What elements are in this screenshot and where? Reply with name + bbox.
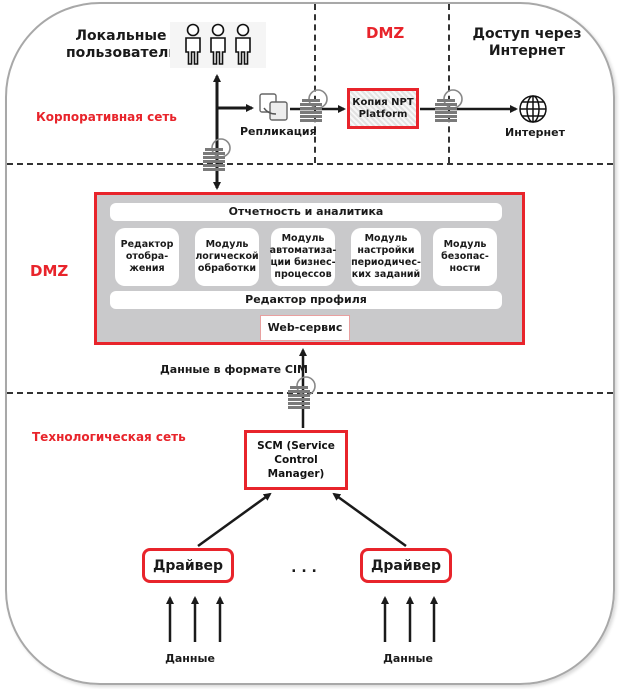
module-logic: Модуль логической обработки [195, 228, 259, 286]
zone-label-dmz-middle: DMZ [30, 262, 69, 280]
zone-divider-dmz-top-left [314, 4, 316, 163]
module-scheduler: Модуль настройки периодичес-ких заданий [351, 228, 421, 286]
module-security: Модуль безопас-ности [433, 228, 497, 286]
scm-box: SCM (Service Control Manager) [244, 430, 348, 490]
zone-label-tech: Технологическая сеть [32, 430, 186, 444]
zone-label-dmz-top: DMZ [366, 24, 405, 42]
profile-editor-bar: Редактор профиля [110, 291, 502, 309]
zone-label-corporate: Корпоративная сеть [36, 110, 177, 124]
module-bpm: Модуль автоматиза-ции бизнес-процессов [270, 228, 336, 286]
driver-box-left: Драйвер [142, 548, 234, 583]
data-label-left: Данные [165, 652, 215, 665]
globe-icon [519, 95, 547, 123]
web-service-box: Web-сервис [260, 315, 350, 341]
arrow-right-driver-to-scm [332, 492, 407, 548]
zone-divider-dmz-top-right [448, 4, 450, 163]
npt-platform-box: Отчетность и аналитика Редактор отобра-ж… [94, 192, 525, 345]
zone-label-internet-access: Доступ через Интернет [472, 26, 582, 59]
cim-label: Данные в формате CIM [160, 363, 308, 376]
diagram-frame [5, 2, 615, 685]
firewall-icon-tech [287, 376, 316, 410]
zone-divider-corporate-dmz [7, 163, 613, 165]
internet-label: Интернет [505, 126, 565, 139]
npt-copy-box: Копия NPT Platform [347, 88, 419, 129]
driver-box-right: Драйвер [360, 548, 452, 583]
arrow-left-driver-to-scm [197, 492, 272, 548]
replication-icon [259, 93, 288, 121]
scm-label: SCM (Service Control Manager) [257, 440, 335, 480]
local-users-label: Локальные пользователи [66, 28, 179, 61]
npt-copy-label: Копия NPT Platform [352, 96, 414, 120]
driver-label-left: Драйвер [152, 557, 224, 574]
driver-label-right: Драйвер [370, 557, 442, 574]
data-arrows-left [166, 596, 224, 642]
firewall-icon-dmz-right [434, 89, 463, 123]
module-display-editor: Редактор отобра-жения [115, 228, 179, 286]
driver-ellipsis: . . . [291, 560, 317, 576]
reporting-bar: Отчетность и аналитика [110, 203, 502, 221]
data-arrows-right [381, 596, 438, 642]
data-label-right: Данные [383, 652, 433, 665]
firewall-icon-dmz-left [299, 89, 328, 123]
replication-label: Репликация [240, 125, 317, 138]
